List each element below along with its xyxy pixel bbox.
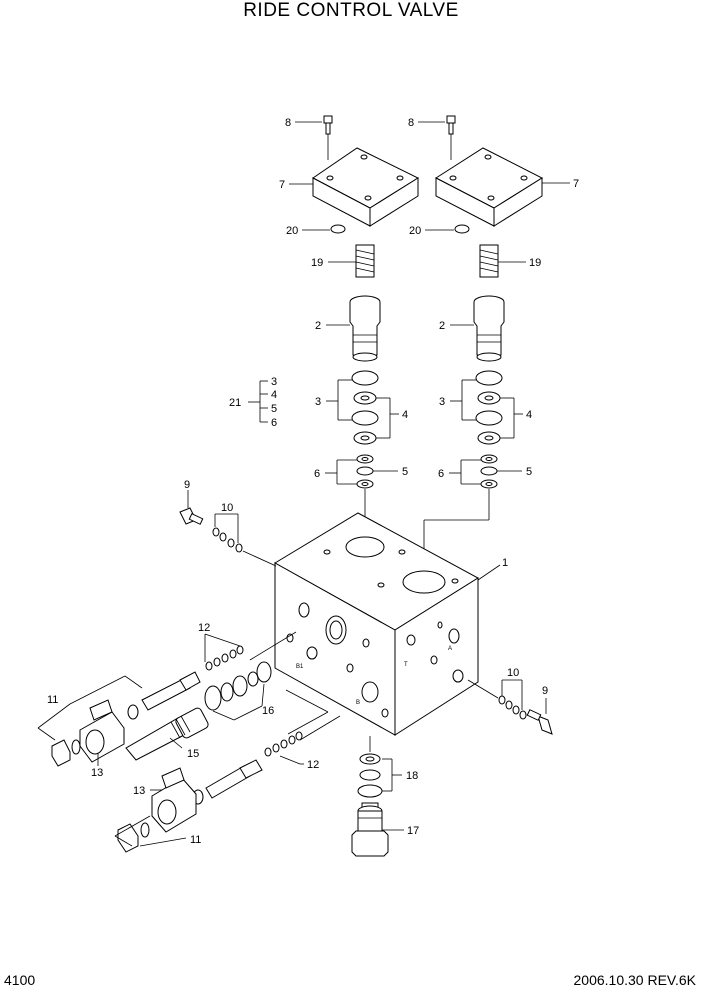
callout-8-right: 8 (408, 117, 414, 129)
solenoid-valve-upper (51, 631, 297, 767)
callout-3-left: 3 (315, 396, 321, 408)
spring-left (355, 244, 375, 278)
callout-5-left: 5 (402, 466, 408, 478)
callout-11-upper: 11 (47, 694, 58, 706)
callout-21-4: 4 (271, 389, 277, 401)
o-ring-20-left (330, 224, 346, 234)
callout-17: 17 (407, 825, 419, 837)
revision-date: 2006.10.30 REV.6K (573, 972, 696, 988)
callout-18: 18 (406, 770, 418, 782)
callout-6-left: 6 (314, 468, 320, 480)
callout-21-6: 6 (271, 417, 277, 429)
callout-7-left: 7 (279, 179, 285, 191)
o-ring-20-right (454, 224, 470, 234)
callout-10-right: 10 (507, 667, 519, 679)
callout-13-lower: 13 (133, 785, 145, 797)
page-title: RIDE CONTROL VALVE (243, 0, 459, 21)
callout-19-right: 19 (529, 257, 541, 269)
callout-9-left: 9 (184, 479, 190, 491)
seal-stack-right (475, 370, 503, 445)
cover-plate-right (434, 147, 544, 227)
callout-labels: 8 8 7 7 20 20 19 19 2 2 21 3 4 5 6 3 4 3… (47, 117, 579, 846)
cartridge-left (349, 295, 381, 362)
callout-2-right: 2 (439, 320, 445, 332)
small-seal-right (480, 454, 498, 489)
small-seal-left (356, 454, 374, 489)
callout-21-3: 3 (271, 376, 277, 388)
callout-13-upper: 13 (91, 767, 103, 779)
callout-19-left: 19 (311, 257, 323, 269)
callout-3-right: 3 (439, 396, 445, 408)
port-mark-t: T (404, 662, 408, 668)
solenoid-valve-lower (117, 715, 341, 853)
bottom-cartridge (351, 736, 389, 857)
spring-right (479, 244, 499, 278)
callout-11-lower: 11 (190, 834, 201, 846)
cartridge-right (473, 295, 505, 362)
callout-6-right: 6 (438, 468, 444, 480)
plug-upper-left (179, 507, 277, 567)
callout-20-right: 20 (409, 225, 421, 237)
seal-stack-left (351, 370, 379, 445)
bolt-left (323, 115, 333, 160)
callout-15: 15 (187, 748, 199, 760)
callout-5-right: 5 (526, 466, 532, 478)
callout-20-left: 20 (286, 225, 298, 237)
callout-21-5: 5 (271, 403, 277, 415)
callout-9-right: 9 (542, 685, 548, 697)
callout-10-left: 10 (221, 502, 233, 514)
port-mark-a: A (448, 646, 452, 652)
valve-body: T A B1 B (274, 512, 479, 736)
callout-4-right: 4 (526, 409, 532, 421)
leader-lines (37, 121, 570, 847)
callout-21: 21 (229, 397, 241, 409)
callout-2-left: 2 (315, 320, 321, 332)
port-mark-b: B (356, 700, 360, 706)
callout-12-lower: 12 (307, 759, 319, 771)
callout-4-left: 4 (402, 409, 408, 421)
cover-plate-left (312, 147, 420, 227)
callout-7-right: 7 (573, 178, 579, 190)
port-mark-b1: B1 (296, 664, 304, 670)
callout-12-upper: 12 (198, 622, 210, 634)
callout-16: 16 (262, 705, 274, 717)
page-number: 4100 (4, 972, 36, 988)
callout-8-left: 8 (285, 117, 291, 129)
bolt-right (446, 115, 456, 160)
callout-1: 1 (502, 557, 508, 569)
plug-right (467, 679, 553, 735)
